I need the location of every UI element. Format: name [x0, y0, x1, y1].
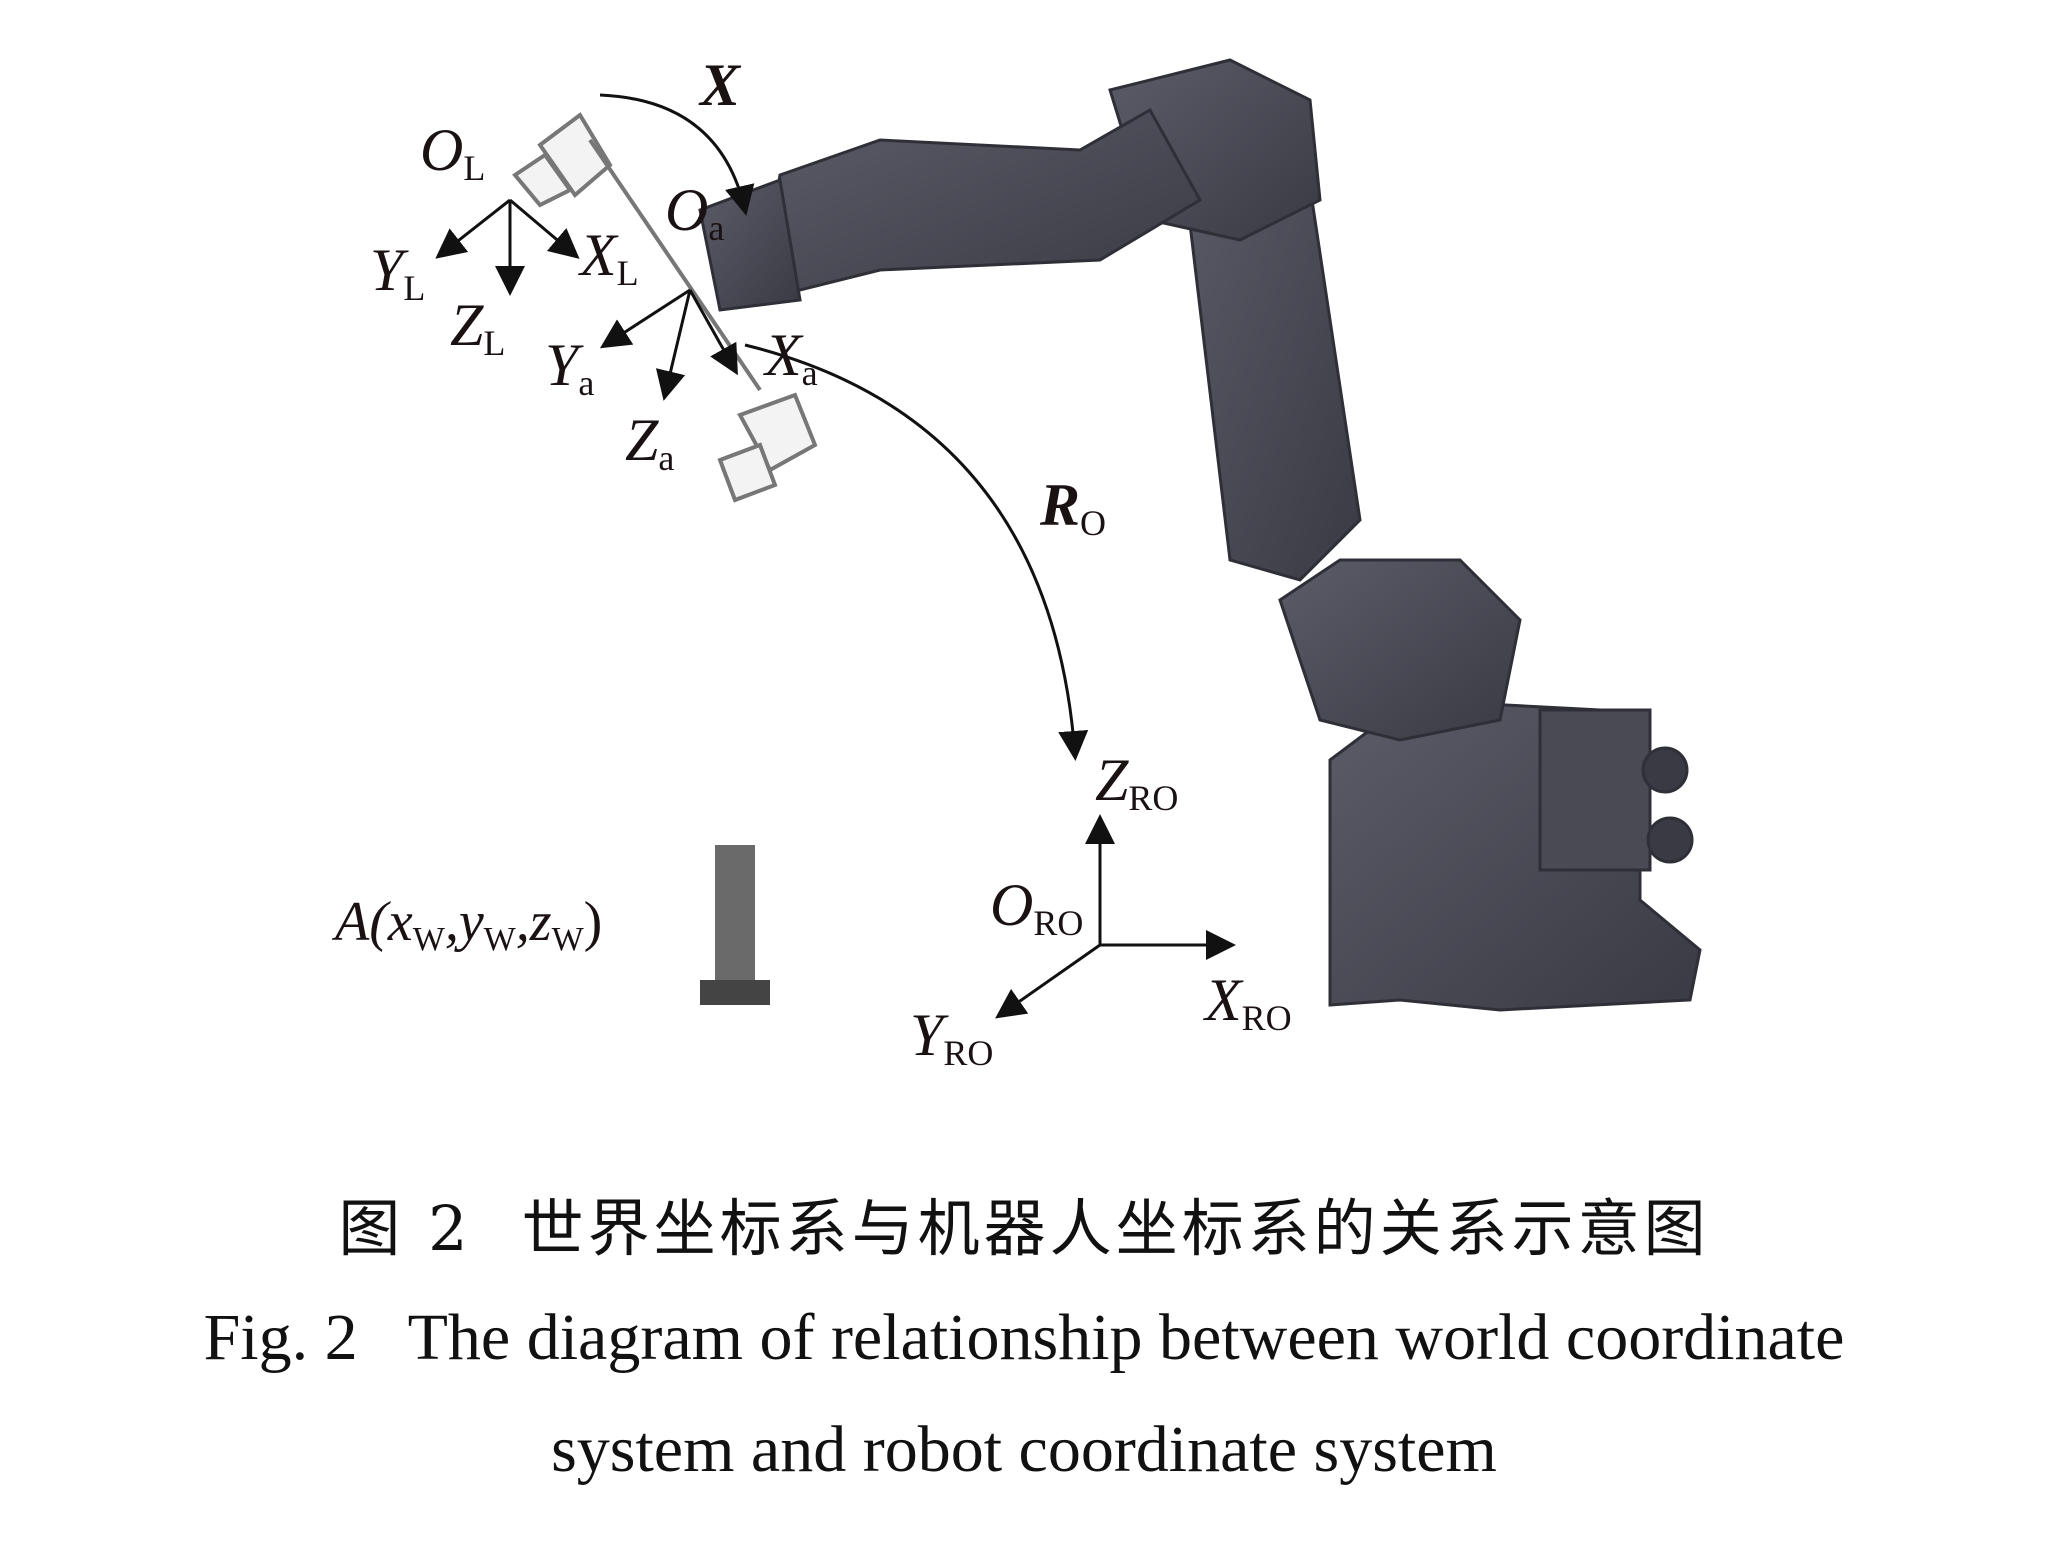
caption-cn-number: 图 2	[338, 1192, 472, 1265]
caption-chinese: 图 2 世界坐标系与机器人坐标系的关系示意图	[0, 1178, 2048, 1268]
label-ol: OL	[420, 117, 485, 188]
frame-ol-axes	[435, 198, 580, 296]
caption-en-number: Fig. 2	[203, 1301, 358, 1374]
transform-x-arc	[599, 93, 755, 216]
label-oa: Oa	[665, 177, 724, 248]
label-xl: XL	[578, 222, 639, 293]
caption-en-text-1: The diagram of relationship between worl…	[407, 1301, 1845, 1374]
label-ya: Ya	[545, 332, 594, 403]
label-yl: YL	[370, 237, 425, 308]
label-xa: Xa	[763, 322, 818, 393]
laser-sensor-icon	[512, 112, 613, 208]
frame-oa-axes	[599, 288, 738, 401]
label-oro: ORO	[990, 872, 1083, 943]
camera-sensor-icon	[717, 392, 818, 503]
caption-english-line1: Fig. 2 The diagram of relationship betwee…	[0, 1300, 2048, 1376]
label-za: Za	[625, 407, 674, 478]
caption-cn-text: 世界坐标系与机器人坐标系的关系示意图	[521, 1192, 1710, 1265]
label-zl: ZL	[450, 292, 505, 363]
label-x-transform: X	[698, 52, 742, 118]
workpiece-icon	[700, 845, 770, 1005]
label-yro: YRO	[910, 1002, 993, 1073]
label-point-a: A(xW,yW,zW)	[331, 891, 602, 958]
caption-english-line2: system and robot coordinate system	[551, 1413, 1497, 1486]
robot-arm	[698, 58, 1702, 1012]
label-xro: XRO	[1203, 967, 1292, 1038]
frame-oro-axes	[995, 814, 1236, 1019]
transform-ro-arc	[744, 343, 1089, 761]
label-ro-transform: RO	[1039, 472, 1106, 543]
label-zro: ZRO	[1095, 747, 1178, 818]
